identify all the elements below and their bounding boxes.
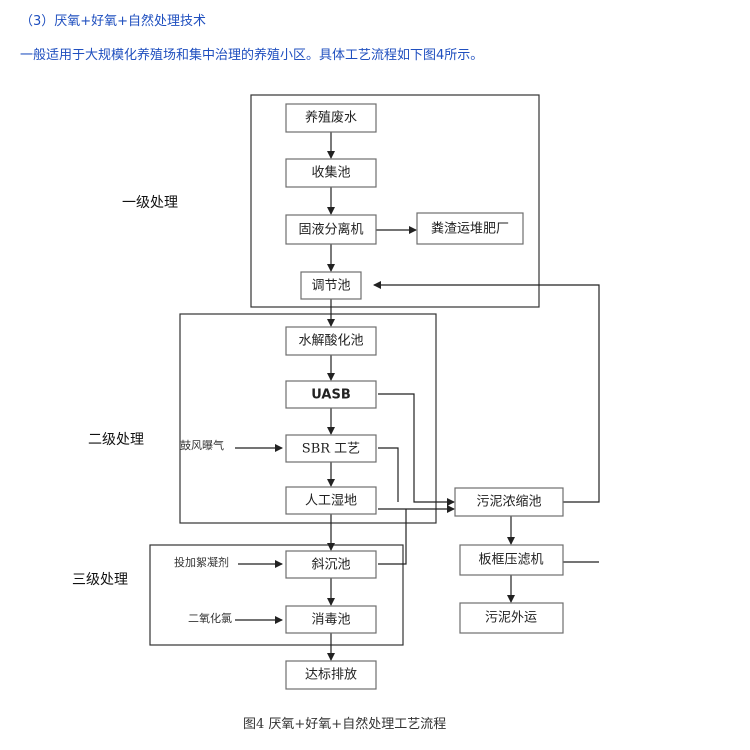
svg-text:养殖废水: 养殖废水 bbox=[305, 110, 357, 126]
svg-text:斜沉池: 斜沉池 bbox=[311, 558, 350, 573]
stage-1-frame bbox=[250, 94, 540, 308]
wastewater-box: 养殖废水 bbox=[285, 103, 377, 133]
section-description: 一般适用于大规模化养殖场和集中治理的养殖小区。具体工艺流程如下图4所示。 bbox=[20, 48, 484, 63]
disinfection-tank-box: 消毒池 bbox=[285, 605, 377, 634]
svg-text:板框压滤机: 板框压滤机 bbox=[478, 553, 543, 568]
svg-text:固液分离机: 固液分离机 bbox=[298, 222, 363, 238]
collection-tank-box: 收集池 bbox=[285, 158, 377, 188]
wetland-box: 人工湿地 bbox=[285, 486, 377, 515]
filter-press-box: 板框压滤机 bbox=[459, 544, 564, 576]
discharge-box: 达标排放 bbox=[285, 660, 377, 690]
manure-box: 粪渣运堆肥厂 bbox=[416, 212, 524, 245]
stage-2-frame bbox=[179, 313, 437, 524]
settling-tank-box: 斜沉池 bbox=[285, 550, 377, 579]
sludge-out-box: 污泥外运 bbox=[459, 602, 564, 634]
figure-caption: 图4 厌氧+好氧+自然处理工艺流程 bbox=[243, 716, 446, 732]
svg-text:水解酸化池: 水解酸化池 bbox=[298, 334, 363, 349]
separator-box: 固液分离机 bbox=[285, 214, 377, 245]
svg-text:消毒池: 消毒池 bbox=[311, 613, 350, 628]
svg-text:UASB: UASB bbox=[311, 388, 351, 403]
stage-3-frame bbox=[149, 544, 404, 646]
sbr-box: SBR 工艺 bbox=[285, 434, 377, 463]
chlorine-dioxide-label: 二氧化氯 bbox=[188, 611, 232, 625]
svg-text:SBR 工艺: SBR 工艺 bbox=[302, 442, 360, 457]
stage-2-label: 二级处理 bbox=[88, 432, 144, 448]
stage-1-label: 一级处理 bbox=[122, 195, 178, 211]
svg-text:调节池: 调节池 bbox=[311, 279, 350, 294]
aeration-label: 鼓风曝气 bbox=[180, 438, 224, 452]
regulating-tank-box: 调节池 bbox=[300, 271, 362, 300]
flocculant-label: 投加絮凝剂 bbox=[174, 555, 229, 569]
svg-text:收集池: 收集池 bbox=[311, 165, 350, 181]
hydrolysis-tank-box: 水解酸化池 bbox=[285, 326, 377, 356]
stage-3-label: 三级处理 bbox=[72, 572, 128, 588]
svg-text:污泥浓缩池: 污泥浓缩池 bbox=[476, 494, 541, 510]
sludge-thickening-box: 污泥浓缩池 bbox=[454, 487, 564, 517]
svg-text:人工湿地: 人工湿地 bbox=[305, 494, 357, 509]
svg-text:达标排放: 达标排放 bbox=[305, 668, 357, 683]
svg-text:污泥外运: 污泥外运 bbox=[485, 611, 537, 626]
svg-text:粪渣运堆肥厂: 粪渣运堆肥厂 bbox=[431, 222, 509, 237]
uasb-box: UASB bbox=[285, 380, 377, 409]
section-title: （3）厌氧+好氧+自然处理技术 bbox=[20, 14, 207, 29]
